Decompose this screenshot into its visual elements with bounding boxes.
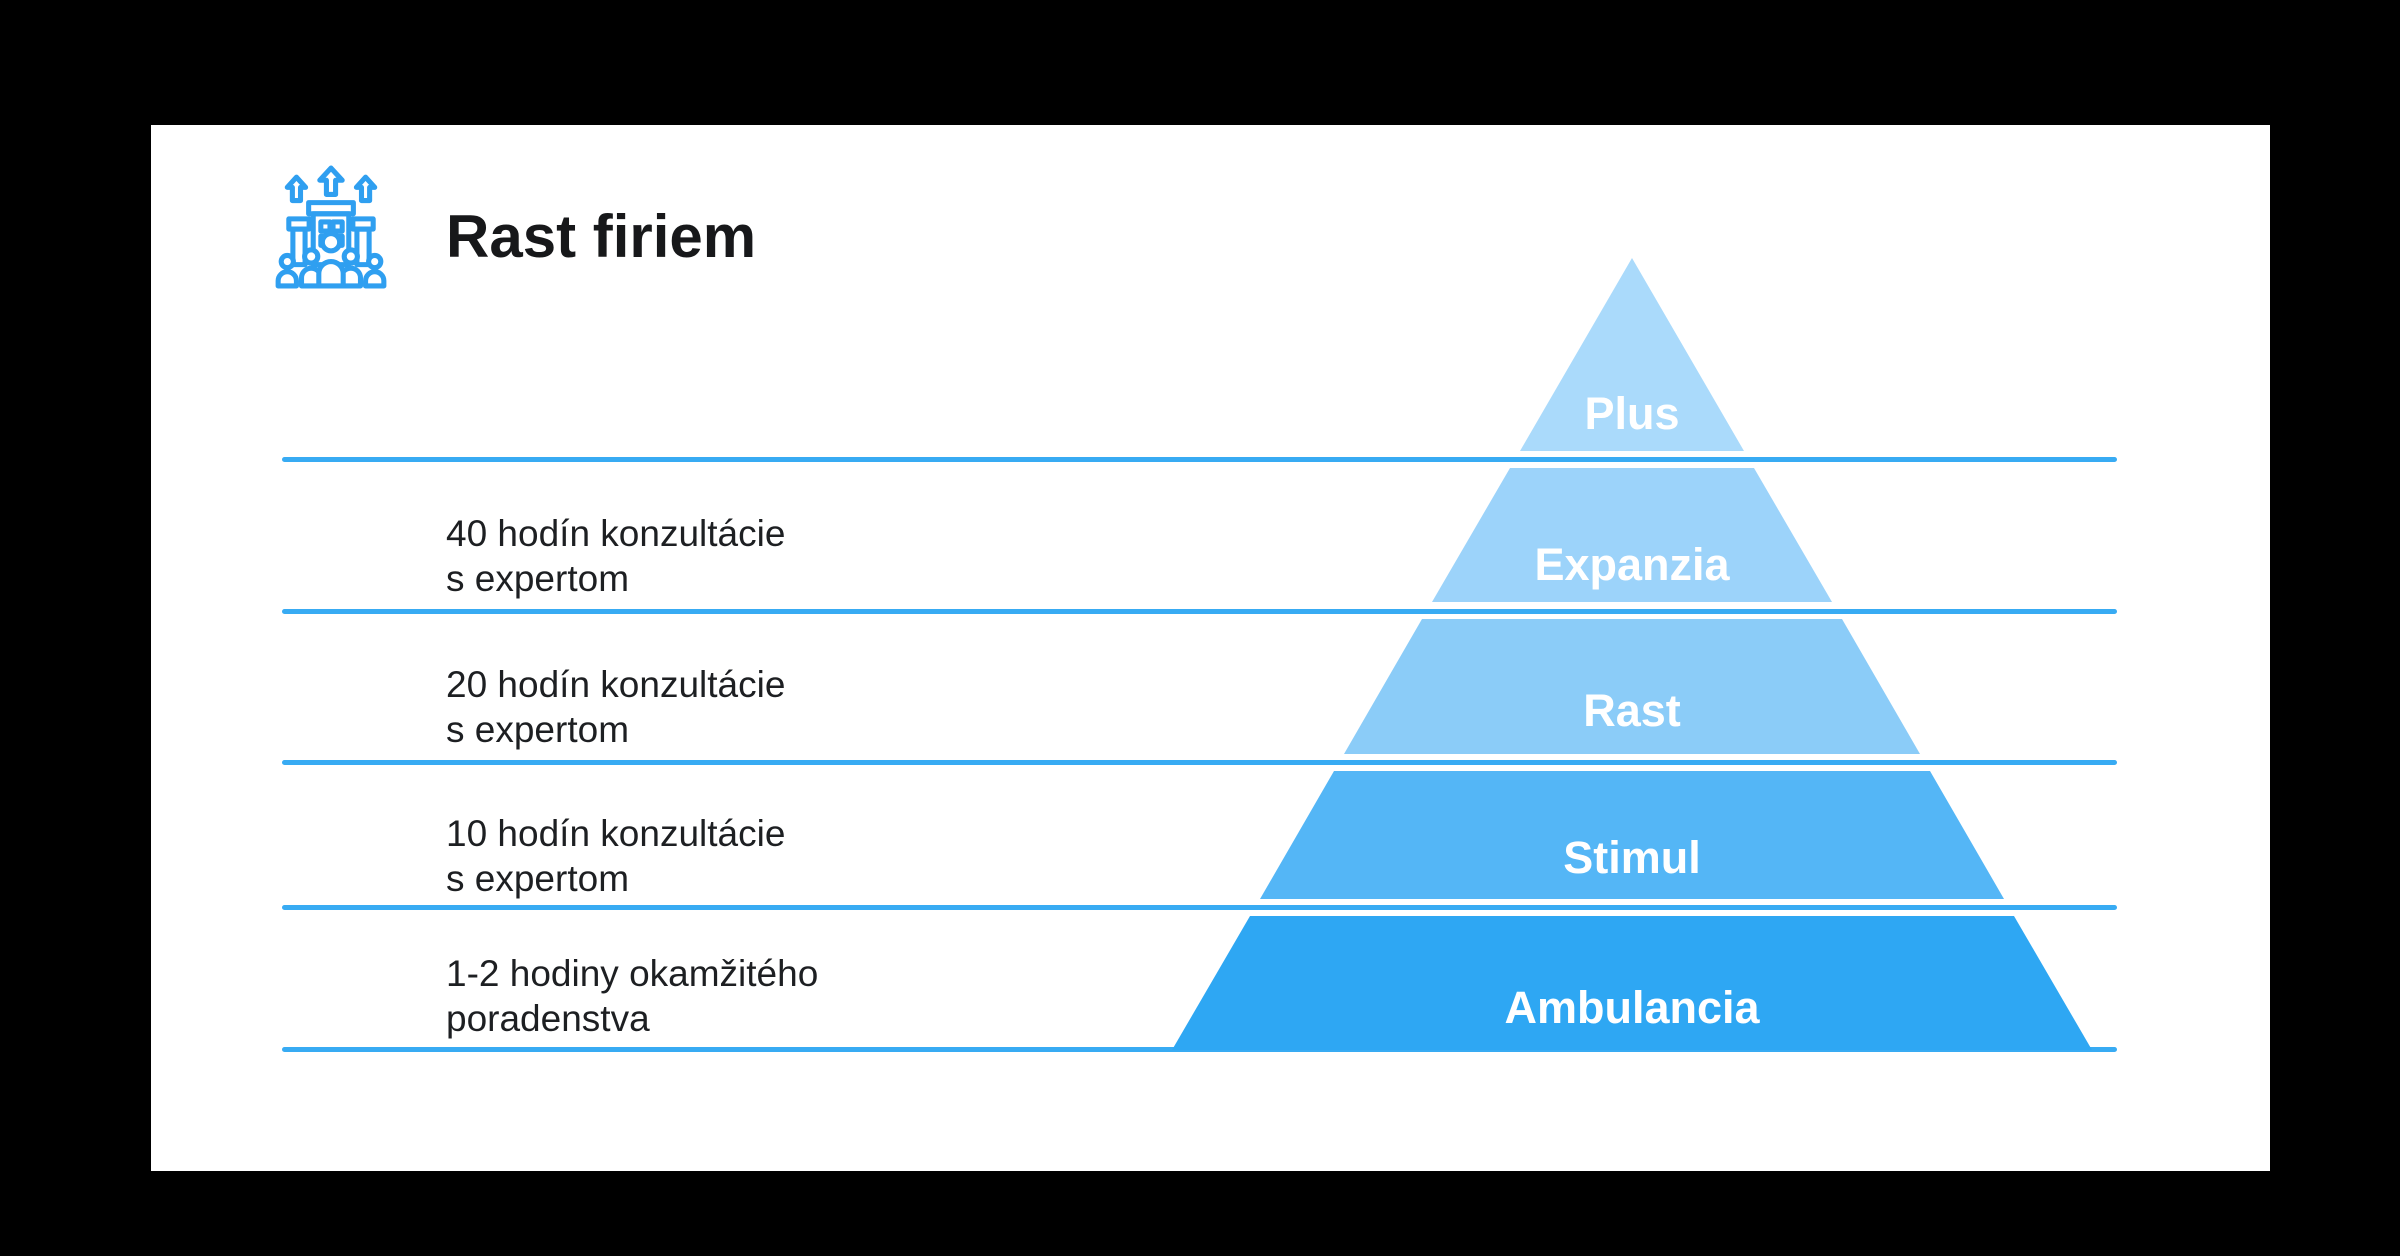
- description-line: s expertom: [446, 858, 630, 899]
- description-line: 20 hodín konzultácie: [446, 664, 786, 705]
- description-line: poradenstva: [446, 998, 650, 1039]
- description-line: s expertom: [446, 558, 630, 599]
- divider-line: [282, 609, 2117, 614]
- level-description-stimul: 10 hodín konzultácie s expertom: [446, 811, 1086, 901]
- arrow-up-icon: [317, 165, 345, 198]
- arrow-up-icon: [284, 174, 309, 204]
- pyramid-level-label: Expanzia: [1534, 539, 1730, 590]
- pyramid-level-label: Rast: [1583, 685, 1681, 736]
- description-line: 40 hodín konzultácie: [446, 513, 786, 554]
- page-title: Rast firiem: [446, 203, 757, 270]
- pyramid-level-stimul: Stimul: [1260, 771, 2004, 899]
- divider-line: [282, 457, 2117, 462]
- divider-line: [282, 760, 2117, 765]
- pyramid-level-label: Ambulancia: [1504, 982, 1760, 1033]
- level-description-expanzia: 40 hodín konzultácie s expertom: [446, 511, 1086, 601]
- pyramid-level-rast: Rast: [1344, 619, 1920, 754]
- level-description-ambulancia: 1-2 hodiny okamžitého poradenstva: [446, 951, 1086, 1041]
- slide-card: Rast firiem 40 hodín konzultácie s exper…: [151, 125, 2270, 1171]
- pyramid-level-expanzia: Expanzia: [1432, 468, 1832, 602]
- pyramid-level-plus: Plus: [1520, 258, 1744, 451]
- pyramid-level-ambulancia: Ambulancia: [1172, 916, 2092, 1050]
- description-line: s expertom: [446, 709, 630, 750]
- level-description-rast: 20 hodín konzultácie s expertom: [446, 662, 1086, 752]
- description-line: 10 hodín konzultácie: [446, 813, 786, 854]
- arrow-up-icon: [353, 174, 378, 204]
- pyramid-level-label: Plus: [1584, 388, 1680, 439]
- description-line: 1-2 hodiny okamžitého: [446, 953, 819, 994]
- company-growth-icon: [275, 165, 387, 289]
- pyramid-level-label: Stimul: [1563, 832, 1701, 883]
- divider-line: [282, 905, 2117, 910]
